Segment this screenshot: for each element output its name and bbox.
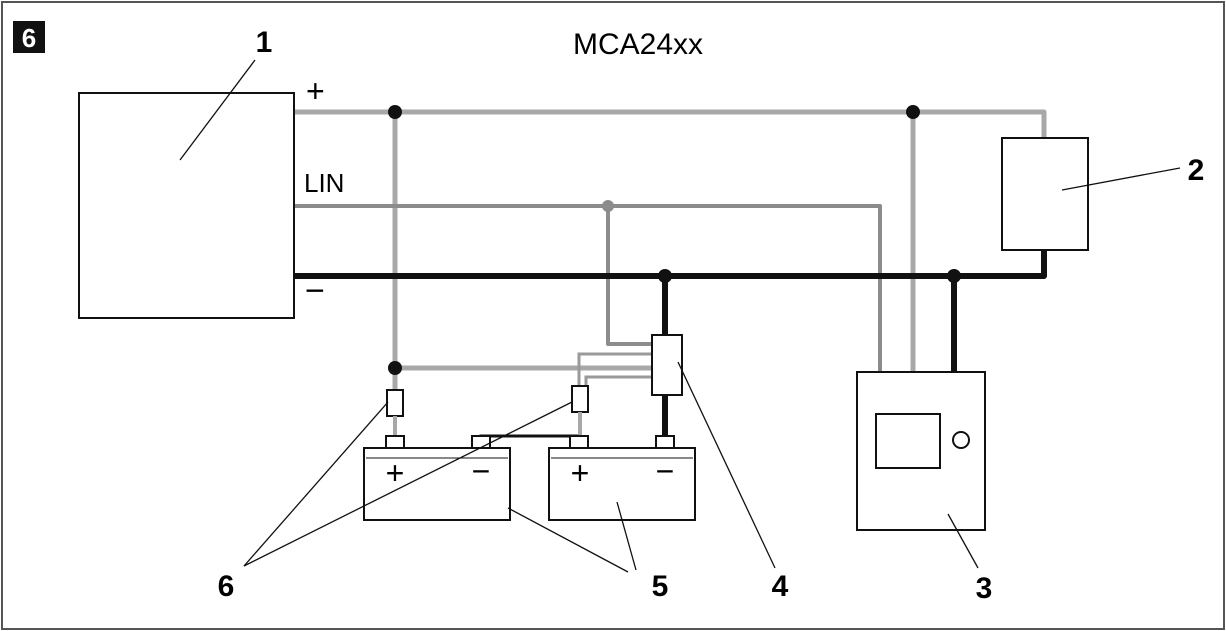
leader-line-6b xyxy=(243,401,573,567)
lin-junction-dot xyxy=(602,200,614,212)
battery-2-plus-label: + xyxy=(571,455,590,491)
main-unit-box xyxy=(78,92,295,319)
plus-terminal-label: + xyxy=(306,73,325,109)
leader-line-6a xyxy=(243,401,389,567)
battery-1-plus-label: + xyxy=(386,455,405,491)
sensor-module xyxy=(651,334,683,396)
battery-2-plus-post xyxy=(569,435,589,449)
callout-4: 4 xyxy=(772,570,789,603)
minus-terminal-label: − xyxy=(305,272,325,310)
battery-1: + − xyxy=(363,435,511,521)
junction-dot xyxy=(388,361,402,375)
junction-dot xyxy=(658,269,672,283)
battery-1-plus-post xyxy=(385,435,405,449)
controller-unit xyxy=(856,371,986,531)
sense-wire-a xyxy=(577,352,652,386)
leader-line-5b xyxy=(507,507,629,573)
leader-line-2 xyxy=(1061,167,1181,191)
battery-1-body xyxy=(363,447,511,521)
control-knob-icon xyxy=(952,431,970,449)
positive-wires xyxy=(294,109,1047,390)
lin-terminal-label: LIN xyxy=(304,168,344,198)
leader-line-4 xyxy=(677,361,776,569)
battery-2: + − xyxy=(548,435,696,521)
callout-5: 5 xyxy=(652,570,669,603)
leader-lines xyxy=(179,59,1181,573)
sense-wire-b xyxy=(584,375,652,386)
callout-3: 3 xyxy=(976,572,993,605)
battery-1-minus-label: − xyxy=(472,453,491,489)
leader-line-1 xyxy=(179,59,256,161)
figure-badge-label: 6 xyxy=(22,23,36,53)
load-box xyxy=(1001,137,1089,251)
sense-wires xyxy=(577,352,652,386)
junction-dot xyxy=(947,269,961,283)
fuse-1 xyxy=(386,389,404,436)
negative-main-wire xyxy=(294,250,1047,279)
figure-badge: 6 xyxy=(13,21,45,53)
positive-main-wire xyxy=(294,109,1047,138)
callout-1: 1 xyxy=(256,26,273,59)
battery-2-minus-post xyxy=(655,435,675,449)
lin-main-wire xyxy=(294,204,882,372)
display-screen xyxy=(875,413,941,469)
lin-wires xyxy=(294,204,882,372)
series-link-wire xyxy=(479,434,580,440)
fuse-2 xyxy=(571,385,589,436)
junctions xyxy=(388,105,961,375)
junction-dot xyxy=(388,105,402,119)
callout-6: 6 xyxy=(218,570,235,603)
battery-2-body xyxy=(548,447,696,521)
diagram-title: MCA24xx xyxy=(573,28,703,61)
battery-2-minus-label: − xyxy=(656,453,675,489)
battery-1-minus-post xyxy=(471,435,491,449)
callout-2: 2 xyxy=(1188,154,1205,187)
junction-dot xyxy=(906,105,920,119)
leader-line-3 xyxy=(947,513,979,569)
leader-line-5a xyxy=(616,501,637,571)
negative-wires xyxy=(294,250,1047,436)
lin-module-wire xyxy=(606,206,652,346)
